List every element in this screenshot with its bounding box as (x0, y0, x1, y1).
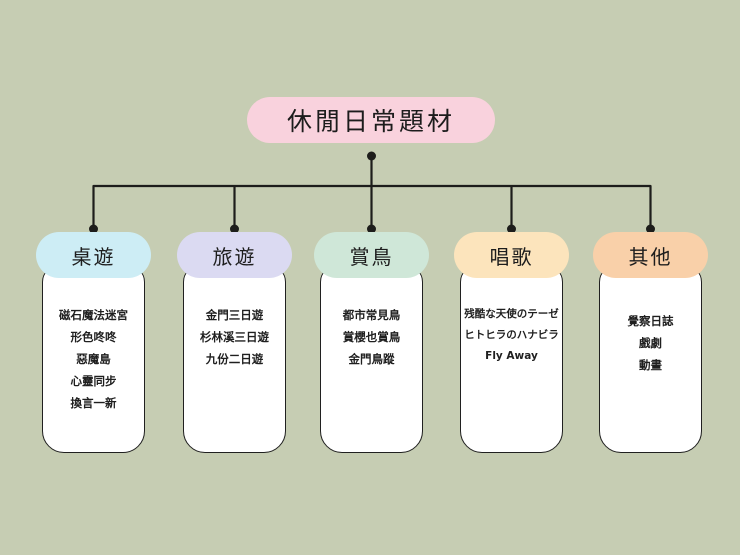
branch-label: 唱歌 (489, 244, 534, 269)
branch-body-travel: 金門三日遊 杉林溪三日遊 九份二日遊 (183, 265, 286, 453)
branch-card-singing[interactable]: 唱歌 残酷な天使のテーゼ ヒトヒラのハナビラ Fly Away (454, 232, 569, 453)
list-item: 金門鳥蹤 (348, 352, 395, 366)
branch-header-birdwatching: 賞鳥 (314, 232, 429, 278)
list-item: 賞櫻也賞鳥 (342, 330, 401, 344)
branch-header-singing: 唱歌 (454, 232, 569, 278)
list-item: ヒトヒラのハナビラ (464, 329, 559, 341)
list-item: 都市常見鳥 (342, 308, 401, 322)
list-item: 戲劇 (639, 336, 662, 350)
branch-body-others: 覺察日誌 戲劇 動畫 (599, 265, 702, 453)
branch-label: 其他 (628, 244, 673, 269)
list-item: 動畫 (639, 358, 662, 372)
branch-header-others: 其他 (593, 232, 708, 278)
list-item: 金門三日遊 (205, 308, 264, 322)
branch-card-board-games[interactable]: 桌遊 磁石魔法迷宮 形色咚咚 惡魔島 心靈同步 換言一新 (36, 232, 151, 453)
branch-label: 桌遊 (71, 244, 116, 269)
branch-card-travel[interactable]: 旅遊 金門三日遊 杉林溪三日遊 九份二日遊 (177, 232, 292, 453)
root-topic-node[interactable]: 休閒日常題材 (247, 97, 495, 143)
list-item: 覺察日誌 (627, 314, 674, 328)
branch-label: 旅遊 (212, 244, 257, 269)
branch-header-board-games: 桌遊 (36, 232, 151, 278)
branch-body-birdwatching: 都市常見鳥 賞櫻也賞鳥 金門鳥蹤 (320, 265, 423, 453)
branch-body-board-games: 磁石魔法迷宮 形色咚咚 惡魔島 心靈同步 換言一新 (42, 265, 145, 453)
list-item: 心靈同步 (70, 374, 117, 388)
connector-dot-root (367, 151, 376, 161)
list-item: 杉林溪三日遊 (200, 330, 269, 344)
list-item: 残酷な天使のテーゼ (464, 308, 559, 320)
branch-body-singing: 残酷な天使のテーゼ ヒトヒラのハナビラ Fly Away (460, 265, 563, 453)
list-item: 磁石魔法迷宮 (59, 308, 128, 322)
branch-card-others[interactable]: 其他 覺察日誌 戲劇 動畫 (593, 232, 708, 453)
branch-header-travel: 旅遊 (177, 232, 292, 278)
list-item: 換言一新 (70, 396, 117, 410)
list-item: 九份二日遊 (205, 352, 264, 366)
branch-label: 賞鳥 (349, 244, 394, 269)
list-item: 惡魔島 (76, 352, 111, 366)
root-topic-label: 休閒日常題材 (286, 107, 455, 136)
list-item: Fly Away (485, 350, 538, 362)
list-item: 形色咚咚 (70, 330, 117, 344)
branch-card-birdwatching[interactable]: 賞鳥 都市常見鳥 賞櫻也賞鳥 金門鳥蹤 (314, 232, 429, 453)
